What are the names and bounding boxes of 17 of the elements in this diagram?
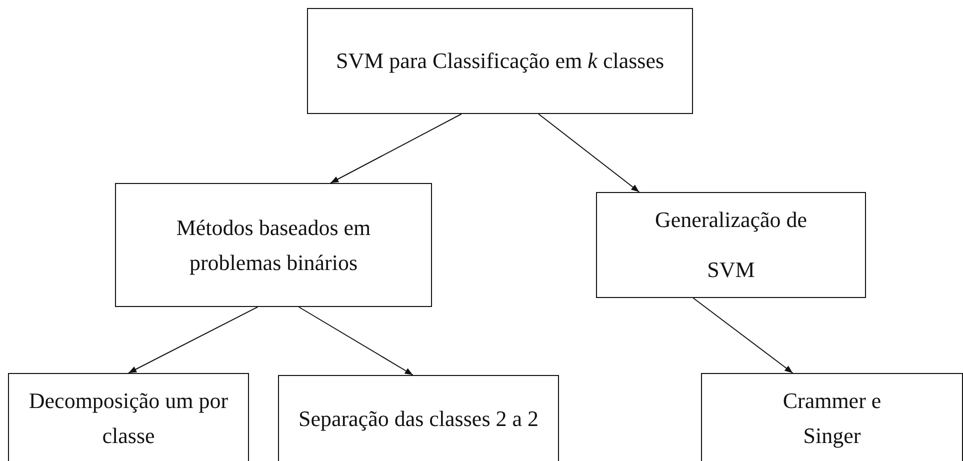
node-label: Generalização de SVM <box>654 206 808 284</box>
arrow <box>538 114 640 192</box>
process-box <box>307 8 693 114</box>
process-box <box>701 373 963 461</box>
node-label: Métodos baseados em problemas binários <box>175 214 372 277</box>
process-box <box>596 192 866 298</box>
node-label: Decomposição um por classe <box>28 386 230 450</box>
node-label: Separação das classes 2 a 2 <box>297 405 540 433</box>
arrow <box>330 114 462 184</box>
process-box <box>278 375 559 461</box>
node-label: Crammer e Singer <box>782 386 882 450</box>
process-box <box>8 373 249 461</box>
arrow <box>128 306 258 374</box>
arrow <box>298 306 414 376</box>
node-label: SVM para Classificação em k classes <box>334 47 666 75</box>
process-box <box>115 183 432 307</box>
arrow <box>692 298 794 374</box>
